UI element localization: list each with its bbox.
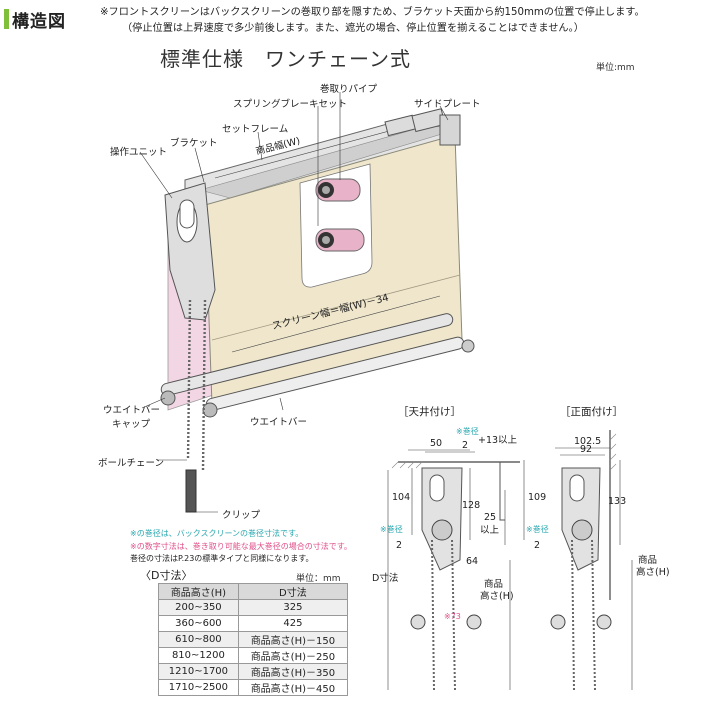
set-frame-label: セットフレーム: [222, 124, 289, 135]
front-dim-1025: 102.5: [574, 436, 602, 447]
d-size-table: 商品高さ(H) D寸法 200~350 325 360~600 425 610~…: [158, 583, 349, 696]
table-cell: 810~1200: [158, 647, 239, 664]
ceiling-dim-64: 64: [466, 556, 479, 567]
table-cell: 325: [237, 599, 349, 616]
leader-lines: [139, 92, 449, 513]
ceiling-product-h-1: 商品: [484, 579, 504, 590]
front-dim-133: 133: [608, 496, 627, 507]
ceiling-dim-104: 104: [392, 492, 411, 503]
weight-bar-cap-label-1: ウエイトバー: [103, 405, 161, 416]
front-screen-note: ※フロントスクリーンはバックスクリーンの巻取り部を隠すため、ブラケット天面から約…: [100, 7, 645, 18]
badge-bar: [4, 9, 9, 29]
table-row: 200~350 325: [158, 599, 349, 616]
weight-bar-label: ウエイトバー: [250, 417, 308, 428]
table-cell: 610~800: [158, 631, 239, 648]
side-plate-label: サイドプレート: [414, 99, 481, 110]
spring-brake-label: スプリングブレーキセット: [233, 99, 348, 110]
ceiling-dim-25: 25: [484, 512, 497, 523]
table-cell: 360~600: [158, 615, 239, 632]
note-teal: ※の巻径は、バックスクリーンの巻径寸法です。: [130, 529, 304, 538]
ceiling-product-h-2: 高さ(H): [480, 591, 514, 602]
ceiling-dim-13: +13以上: [478, 435, 518, 446]
ball-chain-label: ボールチェーン: [98, 458, 165, 469]
section-title: 構造図: [12, 11, 66, 32]
clip-label: クリップ: [222, 510, 261, 521]
front-maki-label: ※巻径: [526, 525, 549, 534]
control-unit: [164, 182, 216, 321]
weight-bars: [160, 313, 475, 418]
bracket-label: ブラケット: [170, 138, 218, 149]
note-pink: ※の数字寸法は、巻き取り可能な最大巻径の場合の寸法です。: [130, 542, 352, 551]
front-product-h-2: 高さ(H): [636, 567, 670, 578]
diagram-title: 標準仕様 ワンチェーン式: [160, 47, 411, 71]
note-size: 巻径の寸法はP.23の標準タイプと同様になります。: [130, 554, 314, 563]
ball-chain: [185, 299, 207, 513]
stop-position-note: （停止位置は上昇速度で多少前後します。また、遮光の場合、停止位置を揃えることはで…: [122, 23, 584, 34]
table-cell: 1710~2500: [158, 679, 239, 696]
roller-pipes: [315, 178, 365, 252]
ceiling-dim-50: 50: [430, 438, 443, 449]
front-mount-title: ［正面付け］: [560, 406, 623, 418]
unit-label: 単位:mm: [596, 63, 635, 73]
table-row: 1710~2500 商品高さ(H)－450: [158, 679, 349, 696]
screen-width-line: [231, 295, 441, 353]
pipe-label: 巻取りパイプ: [320, 84, 378, 95]
ceiling-d-size: D寸法: [372, 573, 399, 584]
dtable-caption: 〈D寸法〉: [140, 569, 193, 582]
ceiling-dim-25-more: 以上: [480, 525, 500, 536]
front-dim-109: 109: [528, 492, 547, 503]
ceiling-dim-128: 128: [462, 500, 481, 511]
ceiling-maki-label: ※巻径: [456, 427, 479, 436]
table-row: 360~600 425: [158, 615, 349, 632]
front-product-h-1: 商品: [638, 555, 658, 566]
ceiling-dim-2b: 2: [396, 540, 403, 551]
table-cell: 商品高さ(H)－450: [237, 679, 349, 696]
weight-bar-cap-label-2: キャップ: [112, 419, 151, 430]
ceiling-mount-title: ［天井付け］: [398, 406, 461, 418]
front-dim-92: 92: [580, 444, 593, 455]
ceiling-maki2-label: ※巻径: [380, 525, 403, 534]
control-unit-label: 操作ユニット: [110, 147, 168, 158]
table-header-cell: D寸法: [237, 583, 349, 600]
ceiling-dim-2: 2: [462, 440, 469, 451]
section-badge: 構造図: [4, 6, 66, 32]
ceiling-dim-73: ※73: [444, 612, 461, 621]
front-dim-2: 2: [534, 540, 541, 551]
dtable-unit: 単位：mm: [296, 574, 341, 584]
